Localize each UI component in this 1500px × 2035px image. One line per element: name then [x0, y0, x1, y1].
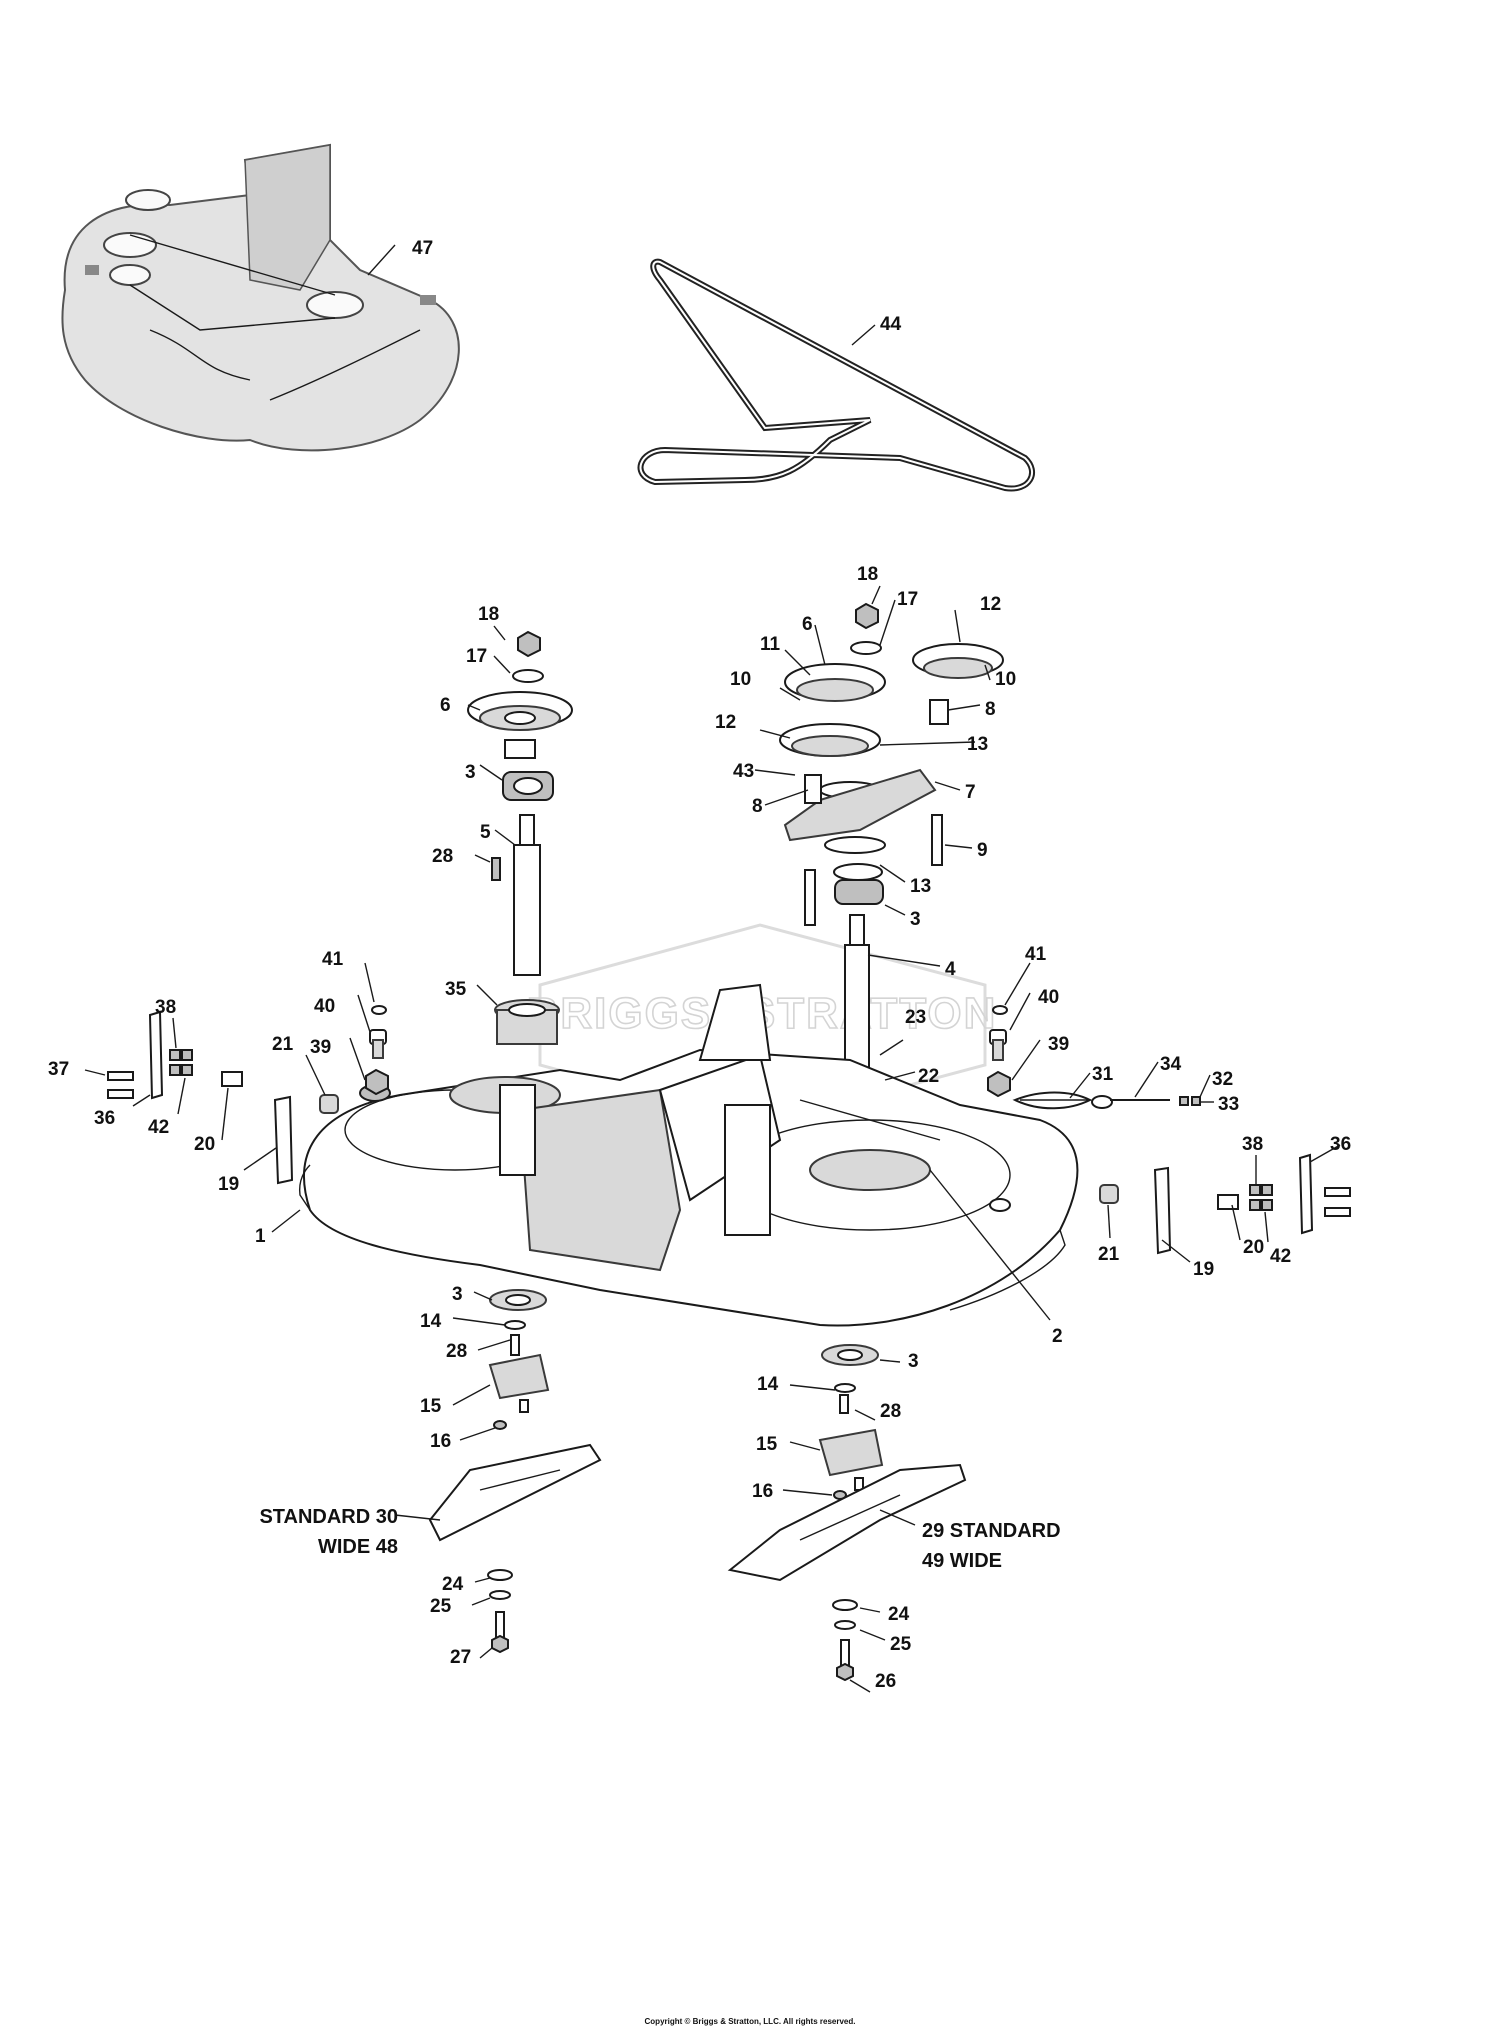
callout-3: 3 — [908, 1351, 919, 1372]
callout-5: 5 — [480, 822, 491, 843]
callout-35: 35 — [445, 979, 467, 1000]
callout-40: 40 — [1038, 987, 1059, 1008]
callout-39: 39 — [1048, 1034, 1069, 1055]
callout-15: 15 — [756, 1434, 778, 1455]
callout-27: 27 — [450, 1647, 471, 1668]
callout-8: 8 — [985, 699, 996, 720]
callout-2: 2 — [1052, 1326, 1063, 1347]
callout-19: 19 — [1193, 1259, 1214, 1280]
callout-7: 7 — [965, 782, 976, 803]
callout-44: 44 — [880, 314, 902, 335]
callout-18: 18 — [857, 564, 878, 585]
right-bracket-hardware — [987, 1005, 1351, 1255]
blade-variant-labels: STANDARD 30 WIDE 48 29 STANDARD 49 WIDE — [259, 1506, 1060, 1572]
left-bracket-hardware — [107, 1005, 389, 1185]
callout-20: 20 — [194, 1134, 215, 1155]
callout-24: 24 — [442, 1574, 464, 1595]
callout-1: 1 — [255, 1226, 266, 1247]
callout-23: 23 — [905, 1007, 926, 1028]
left-standard-label: STANDARD 30 — [259, 1506, 398, 1528]
left-wide-label: WIDE 48 — [318, 1536, 398, 1558]
callout-47: 47 — [412, 238, 433, 259]
callout-41: 41 — [322, 949, 344, 970]
callout-42: 42 — [1270, 1246, 1291, 1267]
callout-12: 12 — [715, 712, 736, 733]
callout-17: 17 — [897, 589, 918, 610]
callout-18: 18 — [478, 604, 499, 625]
callout-32: 32 — [1212, 1069, 1233, 1090]
callout-28: 28 — [880, 1401, 901, 1422]
callout-28: 28 — [432, 846, 453, 867]
callout-41: 41 — [1025, 944, 1047, 965]
callout-21: 21 — [1098, 1244, 1120, 1265]
right-standard-label: 29 STANDARD — [922, 1520, 1061, 1542]
callout-43: 43 — [733, 761, 754, 782]
callout-33: 33 — [1218, 1094, 1239, 1115]
callout-38: 38 — [1242, 1134, 1263, 1155]
callout-36: 36 — [94, 1108, 115, 1129]
callout-10: 10 — [995, 669, 1016, 690]
callout-6: 6 — [440, 695, 451, 716]
copyright-notice: Copyright © Briggs & Stratton, LLC. All … — [645, 2017, 856, 2026]
callout-15: 15 — [420, 1396, 442, 1417]
right-wide-label: 49 WIDE — [922, 1550, 1002, 1572]
callout-16: 16 — [430, 1431, 451, 1452]
callout-labels: 47 44 18 17 6 3 5 28 35 41 40 39 21 38 3… — [48, 238, 1351, 1692]
left-spindle-stack — [467, 630, 573, 1045]
callout-11: 11 — [760, 634, 781, 655]
mower-deck-shell — [298, 983, 1079, 1327]
callout-8: 8 — [752, 796, 763, 817]
callout-3: 3 — [910, 909, 921, 930]
callout-3: 3 — [465, 762, 476, 783]
callout-14: 14 — [757, 1374, 779, 1395]
callout-28: 28 — [446, 1341, 467, 1362]
callout-40: 40 — [314, 996, 335, 1017]
deck-belt — [637, 258, 1036, 492]
callout-14: 14 — [420, 1311, 442, 1332]
callout-3: 3 — [452, 1284, 463, 1305]
callout-6: 6 — [802, 614, 813, 635]
leader-lines — [84, 585, 1341, 1693]
callout-38: 38 — [155, 997, 176, 1018]
callout-22: 22 — [918, 1066, 939, 1087]
callout-21: 21 — [272, 1034, 294, 1055]
callout-24: 24 — [888, 1604, 910, 1625]
lower-left-blade-hardware — [428, 1289, 602, 1654]
callout-26: 26 — [875, 1671, 896, 1692]
callout-13: 13 — [910, 876, 931, 897]
callout-13: 13 — [967, 734, 988, 755]
callout-4: 4 — [945, 959, 956, 980]
callout-20: 20 — [1243, 1237, 1264, 1258]
callout-25: 25 — [430, 1596, 452, 1617]
callout-25: 25 — [890, 1634, 912, 1655]
callout-39: 39 — [310, 1037, 331, 1058]
callout-10: 10 — [730, 669, 751, 690]
callout-36: 36 — [1330, 1134, 1351, 1155]
callout-31: 31 — [1092, 1064, 1114, 1085]
lower-right-blade-hardware — [727, 1344, 967, 1682]
callout-37: 37 — [48, 1059, 69, 1080]
callout-17: 17 — [466, 646, 487, 667]
callout-9: 9 — [977, 840, 988, 861]
callout-34: 34 — [1160, 1054, 1182, 1075]
callout-42: 42 — [148, 1117, 169, 1138]
deck-assembly-thumbnail — [61, 143, 460, 452]
callout-19: 19 — [218, 1174, 239, 1195]
callout-16: 16 — [752, 1481, 773, 1502]
callout-12: 12 — [980, 594, 1001, 615]
